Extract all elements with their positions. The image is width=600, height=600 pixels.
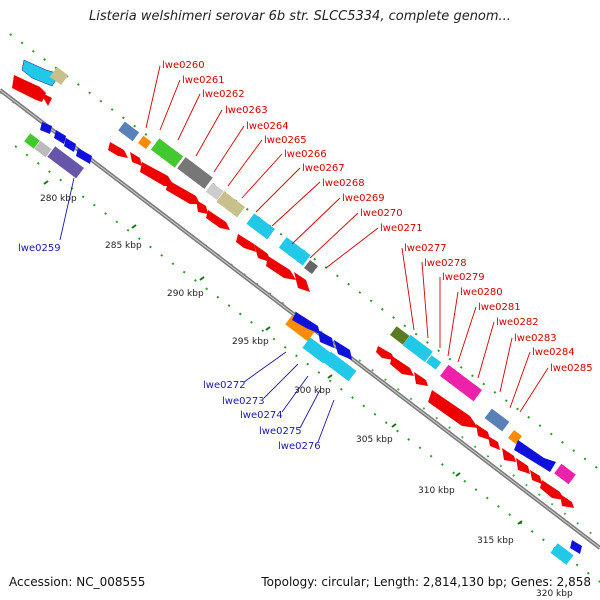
accession-text: Accession: NC_008555	[9, 575, 146, 589]
forward-features	[12, 59, 576, 508]
gene-label: lwe0275	[259, 426, 302, 437]
ruler-label: 305 kbp	[356, 435, 393, 445]
ruler-label: 295 kbp	[232, 337, 269, 347]
gene-label: lwe0278	[424, 258, 467, 269]
gene-label: lwe0279	[442, 272, 485, 283]
gene-label: lwe0272	[203, 380, 246, 391]
ruler-label: 310 kbp	[418, 486, 455, 496]
gene-label: lwe0267	[302, 163, 345, 174]
gene-label: lwe0264	[246, 121, 289, 132]
ruler-labels: 280 kbp 285 kbp 290 kbp 295 kbp 300 kbp …	[40, 194, 573, 599]
gene-label: lwe0268	[322, 178, 365, 189]
ruler-label: 320 kbp	[536, 589, 573, 599]
gene-label: lwe0273	[222, 396, 265, 407]
gene-label: lwe0260	[162, 60, 205, 71]
map-title: Listeria welshimeri serovar 6b str. SLCC…	[89, 9, 511, 24]
gene-label: lwe0274	[240, 410, 283, 421]
guide-tracks	[0, 33, 600, 583]
reverse-gene-labels: lwe0259 lwe0272 lwe0273 lwe0274 lwe0275 …	[18, 243, 321, 452]
gene-label: lwe0277	[404, 243, 447, 254]
gene-label: lwe0280	[460, 287, 503, 298]
gene-label: lwe0261	[182, 75, 225, 86]
reverse-features	[24, 122, 582, 565]
gene-label: lwe0285	[550, 363, 593, 374]
ruler-label: 280 kbp	[40, 194, 77, 204]
gene-label: lwe0270	[360, 208, 403, 219]
gene-label: lwe0265	[264, 135, 307, 146]
gene-label: lwe0269	[342, 193, 385, 204]
gene-label: lwe0276	[278, 441, 321, 452]
gene-label: lwe0271	[380, 223, 423, 234]
ruler-label: 285 kbp	[105, 241, 142, 251]
ruler-label: 300 kbp	[294, 386, 331, 396]
gene-label: lwe0266	[284, 149, 327, 160]
gene-label: lwe0281	[478, 302, 521, 313]
genome-stats-text: Topology: circular; Length: 2,814,130 bp…	[261, 575, 591, 589]
ruler-label: 315 kbp	[477, 536, 514, 546]
gene-label: lwe0259	[18, 243, 61, 254]
gene-label: lwe0262	[202, 89, 245, 100]
forward-gene-labels: lwe0260 lwe0261 lwe0262 lwe0263 lwe0264 …	[162, 60, 593, 374]
ruler-ticks	[43, 180, 523, 525]
forward-leader-lines	[145, 65, 549, 413]
reverse-leader-lines	[59, 177, 335, 443]
gene-label: lwe0283	[514, 333, 557, 344]
gene-label: lwe0263	[225, 105, 268, 116]
ruler-label: 290 kbp	[167, 289, 204, 299]
gene-label: lwe0282	[496, 317, 539, 328]
gene-label: lwe0284	[532, 347, 575, 358]
